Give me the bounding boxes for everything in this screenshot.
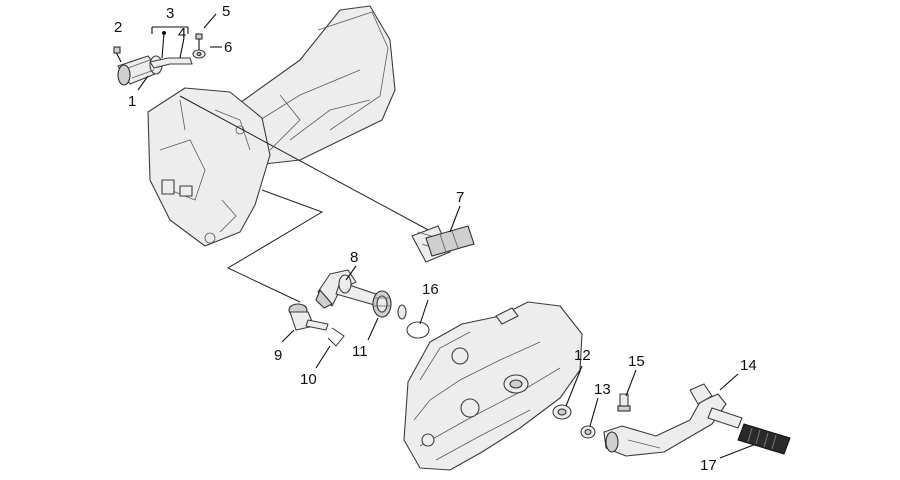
pinion-gear-9 — [288, 303, 329, 331]
callout-17: 17 — [700, 457, 717, 474]
leader-lines — [137, 13, 757, 459]
callout-2: 2 — [114, 19, 122, 36]
assembly-guide-line — [226, 189, 324, 303]
callout-3: 3 — [166, 5, 174, 22]
transmission-cover — [403, 301, 583, 471]
callout-15: 15 — [628, 353, 645, 370]
callout-8: 8 — [350, 249, 358, 266]
callout-11: 11 — [352, 343, 368, 360]
spring-11 — [372, 290, 392, 318]
callout-6: 6 — [224, 39, 232, 56]
callout-13: 13 — [594, 381, 611, 398]
callout-1: 1 — [128, 93, 136, 110]
callout-12: 12 — [574, 347, 591, 364]
kick-start-lever — [603, 383, 743, 457]
kick-pedal-rubber-17 — [737, 423, 791, 455]
o-ring-16 — [406, 321, 430, 339]
callout-4: 4 — [178, 25, 186, 42]
bolt-15 — [617, 393, 631, 412]
shaft-axis-line — [179, 95, 433, 233]
screw-2 — [113, 46, 122, 63]
starter-gear-shaft — [411, 225, 475, 263]
callout-9: 9 — [274, 347, 282, 364]
circlip-10 — [327, 327, 345, 347]
callout-16: 16 — [422, 281, 439, 298]
screw-5 — [195, 33, 203, 50]
washer-6 — [192, 49, 206, 59]
oil-seal-12 — [552, 404, 572, 420]
washer-13 — [580, 425, 596, 439]
callout-7: 7 — [456, 189, 464, 206]
crankcase-left-half — [147, 5, 396, 247]
callout-10: 10 — [300, 371, 317, 388]
callout-14: 14 — [740, 357, 757, 374]
callout-5: 5 — [222, 3, 230, 20]
cable-4 — [149, 57, 193, 69]
bushing — [397, 304, 407, 320]
